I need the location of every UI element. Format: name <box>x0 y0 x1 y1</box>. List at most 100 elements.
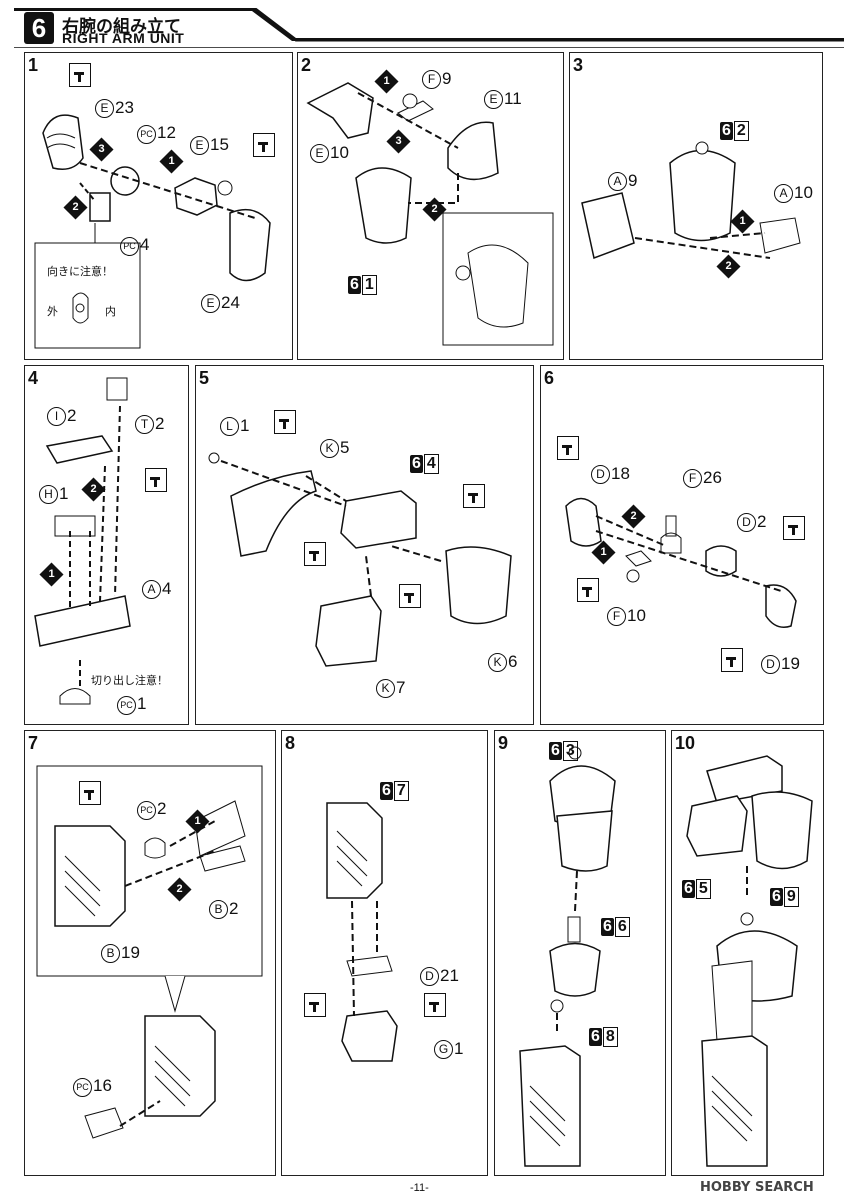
step-mark: 2 <box>81 477 106 502</box>
cement-icon <box>304 542 326 566</box>
step-6-illustration <box>565 497 797 628</box>
step-1-illustration <box>34 114 271 349</box>
step-8-illustration <box>326 802 398 1062</box>
header-banner <box>14 8 844 48</box>
cement-icon <box>304 993 326 1017</box>
step-2-illustration <box>306 82 554 346</box>
step-mark: 3 <box>89 137 114 162</box>
cement-icon <box>253 133 275 157</box>
orientation-note: 向きに注意！ <box>47 265 113 278</box>
step-5-illustration <box>208 452 512 667</box>
step-mark: 1 <box>730 209 755 234</box>
title-en: RIGHT ARM UNIT <box>62 30 185 46</box>
watermark: HOBBY SEARCH <box>700 1180 814 1195</box>
step-number: 5 <box>199 368 210 388</box>
cement-icon <box>721 648 743 672</box>
step-mark: 2 <box>422 197 447 222</box>
step-3-illustration <box>581 141 801 260</box>
step-mark: 3 <box>386 129 411 154</box>
step-number: 2 <box>301 55 312 75</box>
cement-icon <box>783 516 805 540</box>
cement-icon <box>399 584 421 608</box>
cutting-note: 切り出し注意！ <box>91 674 168 687</box>
cement-icon <box>557 436 579 460</box>
step-10-illustration <box>686 755 813 1167</box>
cement-icon <box>463 484 485 508</box>
step-7-illustration <box>36 765 263 1139</box>
step-mark: 1 <box>185 809 210 834</box>
cement-icon <box>274 410 296 434</box>
cement-icon <box>145 468 167 492</box>
step-mark: 2 <box>716 254 741 279</box>
section-number: 6 <box>24 12 54 44</box>
cement-icon <box>424 993 446 1017</box>
step-number: 10 <box>675 733 696 753</box>
step-mark: 1 <box>374 69 399 94</box>
step-number: 1 <box>28 55 39 75</box>
step-mark: 2 <box>167 877 192 902</box>
cement-icon <box>577 578 599 602</box>
step-number: 4 <box>28 368 39 388</box>
step-number: 6 <box>544 368 555 388</box>
step-number: 7 <box>28 733 39 753</box>
step-mark: 2 <box>621 504 646 529</box>
outer-label: 外 <box>47 305 58 318</box>
step-mark: 1 <box>39 562 64 587</box>
step-4-illustration <box>34 377 131 705</box>
step-mark: 2 <box>63 195 88 220</box>
step-mark: 1 <box>591 540 616 565</box>
step-9-illustration <box>519 746 616 1167</box>
cement-icon <box>79 781 101 805</box>
step-number: 3 <box>573 55 584 75</box>
step-number: 9 <box>498 733 509 753</box>
cement-icon <box>69 63 91 87</box>
